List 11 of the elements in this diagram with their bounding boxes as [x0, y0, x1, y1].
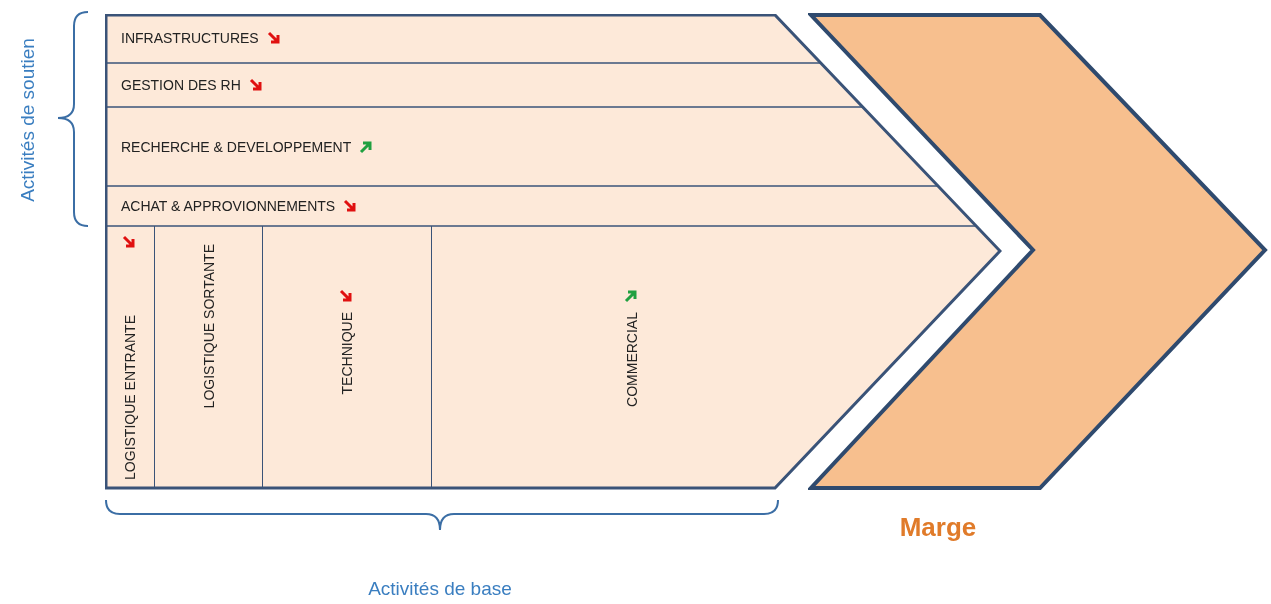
activity-label: LOGISTIQUE ENTRANTE	[121, 315, 138, 480]
bracket-label: Activités de base	[367, 578, 513, 600]
activity-label: INFRASTRUCTURES	[121, 30, 259, 46]
margin-label: Marge	[898, 512, 978, 543]
activity-label: ACHAT & APPROVIONNEMENTS	[121, 198, 336, 214]
bracket-label: Activités de soutien	[17, 37, 39, 204]
activity-label: LOGISTIQUE SORTANTE	[200, 244, 217, 409]
activity-label: RECHERCHE & DEVELOPPEMENT	[121, 138, 352, 155]
activity-label: GESTION DES RH	[121, 77, 241, 93]
activity-label: COMMERCIAL	[624, 312, 640, 407]
activity-label: TECHNIQUE	[339, 312, 355, 395]
